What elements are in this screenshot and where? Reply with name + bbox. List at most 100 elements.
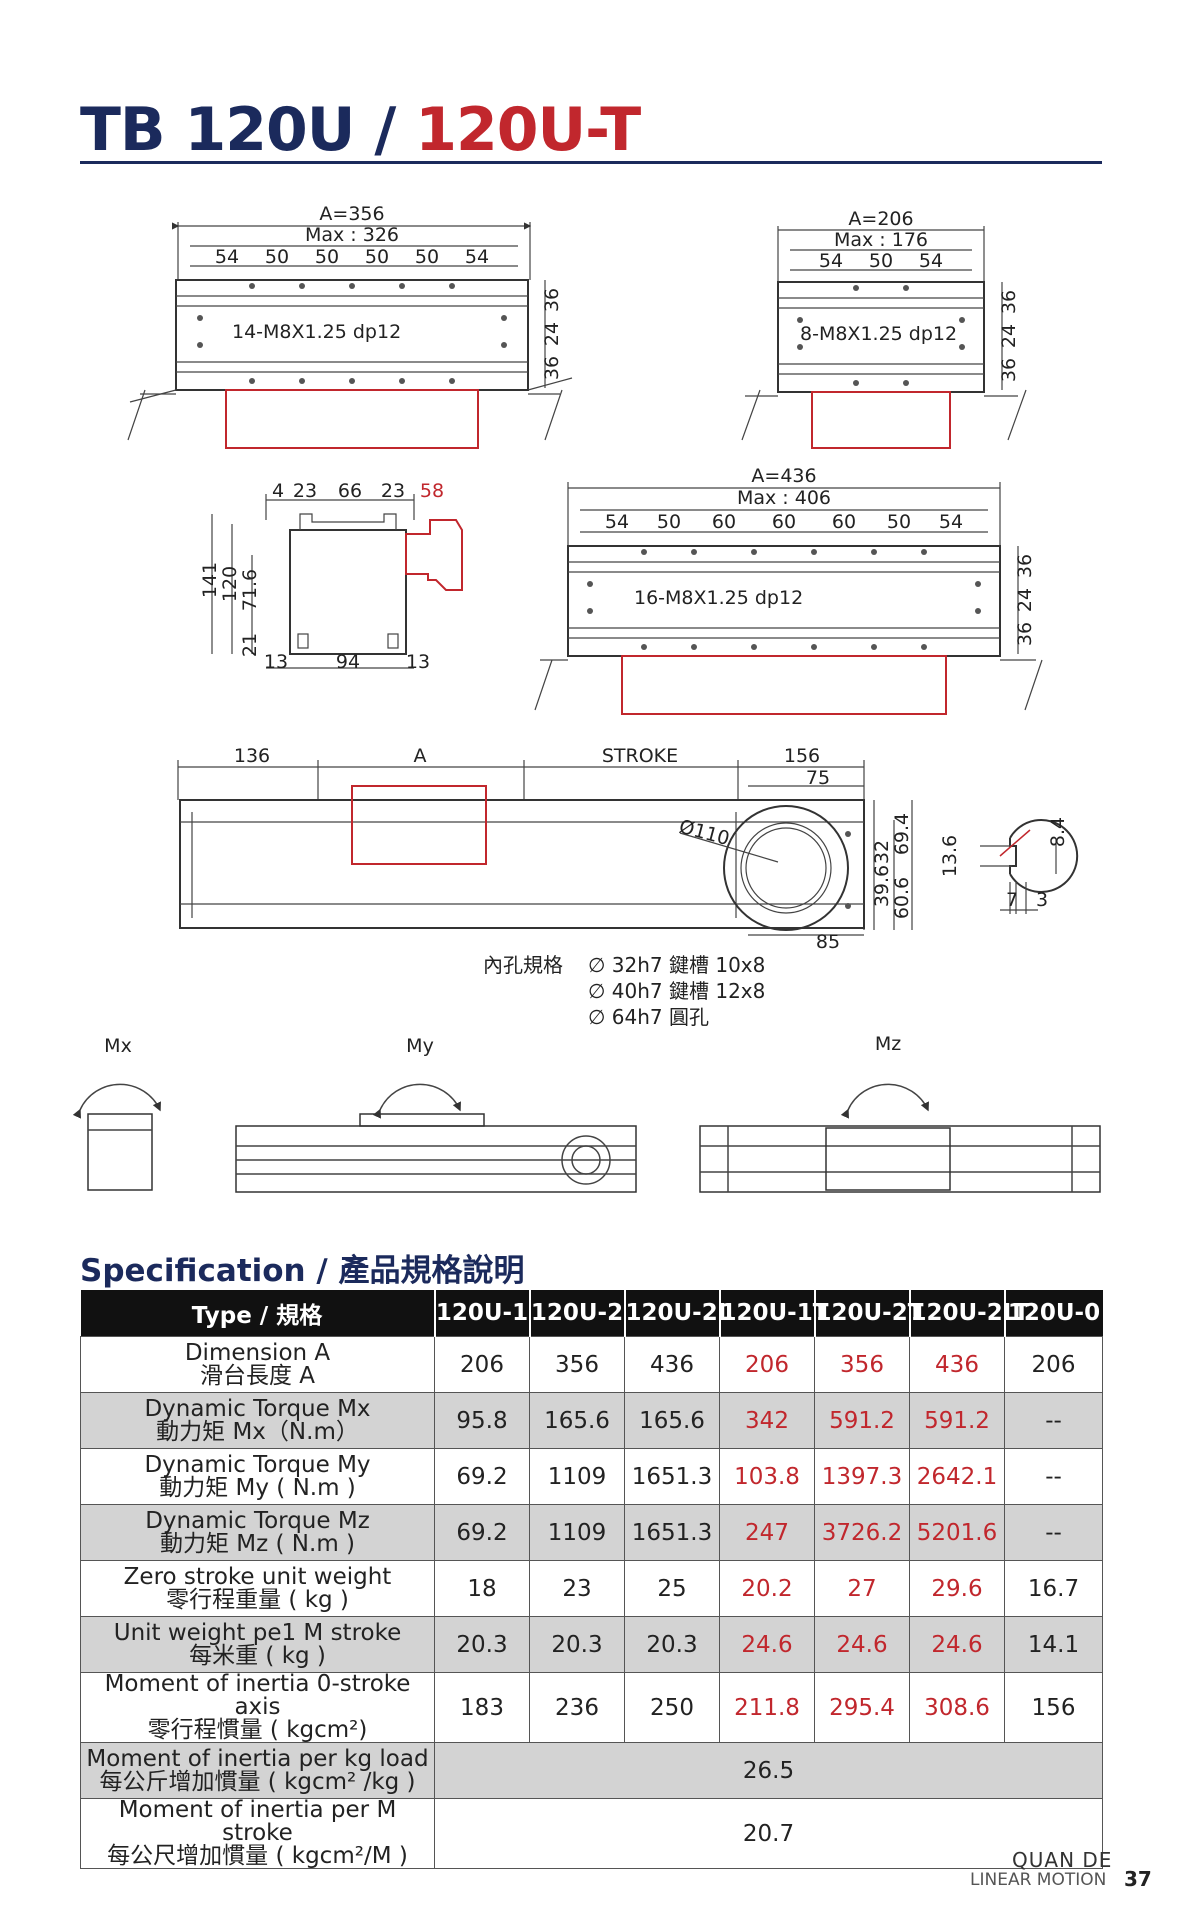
table-cell: 27 <box>814 1560 910 1617</box>
d356-dim: 50 <box>265 246 289 268</box>
key-dim-w: 3 <box>1036 889 1048 911</box>
side-dim-85: 85 <box>816 931 840 953</box>
cross-left-dim: 120 <box>219 566 241 602</box>
table-cell: 591.2 <box>909 1392 1005 1449</box>
table-cell: 206 <box>719 1336 815 1393</box>
d206-hole-spec: 8-M8X1.25 dp12 <box>800 323 957 345</box>
pulley-diameter: Ø110 <box>677 816 732 851</box>
key-dim-h: 13.6 <box>939 835 961 877</box>
side-dim-stroke: STROKE <box>602 745 678 767</box>
side-dim-75: 75 <box>806 767 830 789</box>
side-dim-r: 39.6 <box>871 865 893 907</box>
d356-dim: 50 <box>315 246 339 268</box>
table-cell: -- <box>1004 1392 1103 1449</box>
bore-label: 內孔規格 <box>483 953 563 977</box>
drawing-side-view: 136 A STROKE 156 75 Ø110 85 39.6 32 69.4… <box>177 745 913 953</box>
d436-side: 36 <box>1014 622 1036 646</box>
d436-dim: 60 <box>832 511 856 533</box>
row-label-zh: 每公尺增加慣量 ( kgcm²/M ) <box>107 1843 408 1869</box>
header-type: Type / 規格 <box>80 1290 436 1337</box>
d436-dim: 50 <box>887 511 911 533</box>
d436-a: A=436 <box>751 465 816 487</box>
table-cell: 436 <box>909 1336 1005 1393</box>
d356-side: 24 <box>541 322 563 346</box>
table-cell: 247 <box>719 1504 815 1561</box>
row-label-zh: 每公斤增加慣量 ( kgcm² /kg ) <box>99 1768 416 1795</box>
header-model: 120U-1 <box>434 1290 531 1337</box>
table-cell: 250 <box>624 1672 720 1743</box>
d436-side: 24 <box>1014 588 1036 612</box>
d436-dim: 60 <box>772 511 796 533</box>
moment-my-label: My <box>406 1035 434 1057</box>
cross-bottom-dim: 13 <box>264 651 288 673</box>
table-cell: 95.8 <box>434 1392 530 1449</box>
table-cell: 2642.1 <box>909 1448 1005 1505</box>
d206-dim: 54 <box>819 250 843 272</box>
d436-dim: 54 <box>605 511 629 533</box>
row-label-zh: 動力矩 Mx（N.m） <box>156 1418 359 1445</box>
row-label-en: Dynamic Torque My <box>144 1451 371 1478</box>
table-cell: 1651.3 <box>624 1504 720 1561</box>
cross-left-dim: 21 <box>239 633 261 657</box>
table-cell: 5201.6 <box>909 1504 1005 1561</box>
d206-dim: 50 <box>869 250 893 272</box>
cross-top-dim: 23 <box>293 480 317 502</box>
table-cell: -- <box>1004 1504 1103 1561</box>
table-cell: 183 <box>434 1672 530 1743</box>
table-cell: 308.6 <box>909 1672 1005 1743</box>
table-cell: 356 <box>814 1336 910 1393</box>
moment-mx-label: Mx <box>104 1035 132 1057</box>
row-label-en: Moment of inertia per M stroke <box>118 1797 397 1846</box>
row-label-zh: 滑台長度 A <box>199 1362 316 1389</box>
table-cell: 69.2 <box>434 1448 530 1505</box>
drawing-356: A=356 Max : 326 54 50 50 50 50 54 14-M8X… <box>127 203 573 449</box>
key-dim-v: 8.4 <box>1047 817 1069 847</box>
row-label-en: Dynamic Torque Mz <box>145 1507 370 1534</box>
row-label-zh: 動力矩 My ( N.m ) <box>159 1474 356 1501</box>
table-cell: -- <box>1004 1448 1103 1505</box>
spec-section-title: Specification / 產品規格說明 <box>80 1253 525 1289</box>
cross-bottom-dim: 13 <box>406 651 430 673</box>
table-cell: 236 <box>529 1672 625 1743</box>
bore-spec: 內孔規格 ∅ 32h7 鍵槽 10x8 ∅ 40h7 鍵槽 12x8 ∅ 64h… <box>483 953 765 1029</box>
table-cell: 356 <box>529 1336 625 1393</box>
side-dim-r: 69.4 <box>891 813 913 855</box>
cross-bottom-dim: 94 <box>336 651 360 673</box>
table-cell: 29.6 <box>909 1560 1005 1617</box>
table-cell: 20.3 <box>624 1616 720 1673</box>
table-cell: 24.6 <box>814 1616 910 1673</box>
d356-dim: 54 <box>465 246 489 268</box>
d356-side: 36 <box>541 356 563 380</box>
d356-dim: 50 <box>415 246 439 268</box>
side-dim-156: 156 <box>784 745 820 767</box>
technical-drawings: A=356 Max : 326 54 50 50 50 50 54 14-M8X… <box>72 203 1101 1193</box>
header-model: 120U-2 <box>529 1290 626 1337</box>
key-dim-w: 7 <box>1006 889 1018 911</box>
d206-side: 36 <box>998 290 1020 314</box>
table-cell: 165.6 <box>529 1392 625 1449</box>
spec-table: Type / 規格 120U-1 120U-2 120U-2L 120U-1T … <box>80 1290 1103 1869</box>
cross-top-dim: 23 <box>381 480 405 502</box>
side-dim-136: 136 <box>234 745 270 767</box>
table-cell: 23 <box>529 1560 625 1617</box>
model-name: TB 120U <box>80 95 356 165</box>
row-label-zh: 零行程慣量 ( kgcm²) <box>147 1717 368 1743</box>
d356-side: 36 <box>541 288 563 312</box>
cross-top-dim: 4 <box>272 480 284 502</box>
d436-side: 36 <box>1014 554 1036 578</box>
d206-side: 36 <box>998 358 1020 382</box>
table-merged-cell: 20.7 <box>434 1798 1103 1869</box>
d436-hole-spec: 16-M8X1.25 dp12 <box>634 587 803 609</box>
header-model: 120U-2L <box>624 1290 732 1337</box>
drawing-cross-section: 4 23 66 23 58 141 120 71.6 21 13 94 13 <box>199 480 463 673</box>
